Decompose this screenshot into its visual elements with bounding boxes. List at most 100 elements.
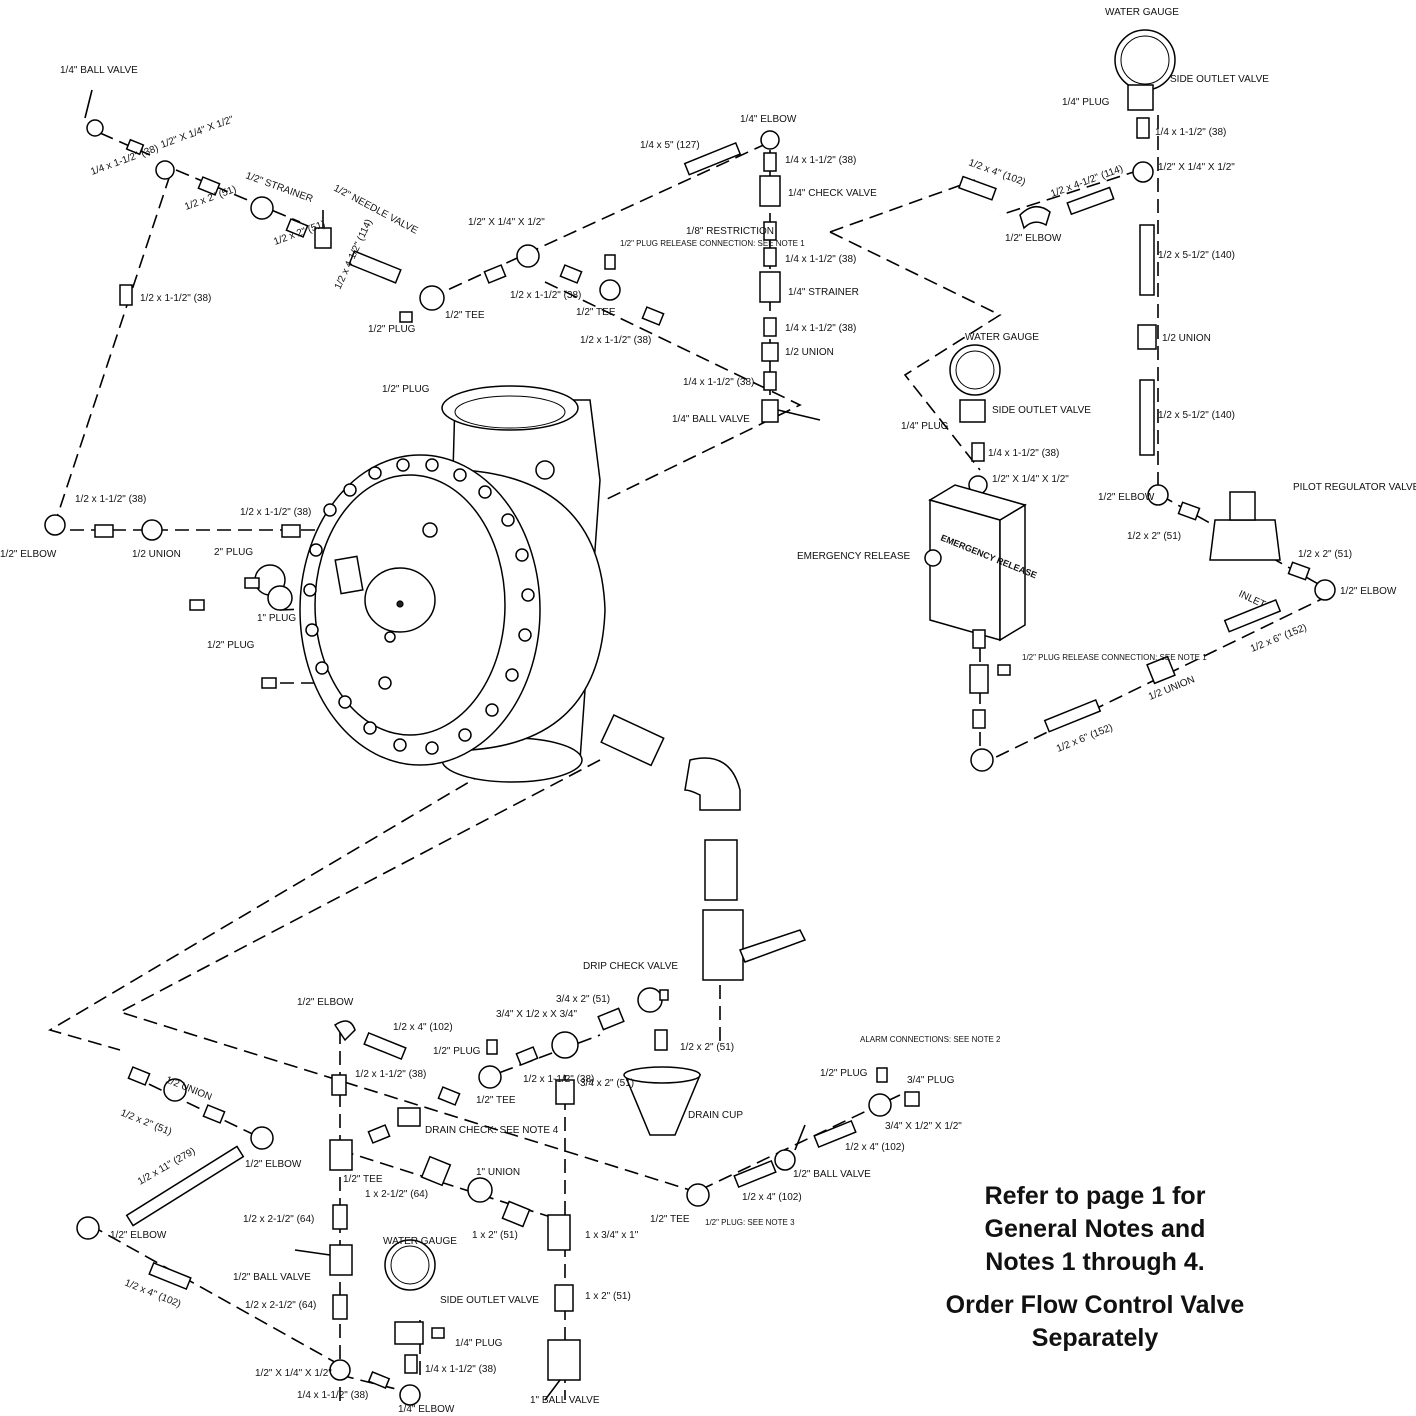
label-tee-half-a: 1/2" TEE (445, 310, 485, 321)
note-line-1: Refer to page 1 for (984, 1182, 1206, 1210)
label-ball-valve-quarter-center: 1/4" BALL VALVE (672, 414, 750, 425)
label-tee-half-b: 1/2" TEE (576, 307, 616, 318)
label-tee-half-quarter-half-right: 1/2" X 1/4" X 1/2" (1158, 162, 1235, 173)
label-nipple-half-4-alarm-b: 1/2 x 4" (102) (742, 1192, 802, 1203)
label-elbow-half-bottom-left-b: 1/2" ELBOW (110, 1230, 167, 1241)
label-plug-half-note3: 1/2" PLUG: SEE NOTE 3 (705, 1218, 795, 1227)
label-nipple-quarter-1-5-left: 1/4 x 1-1/2" (38) (89, 143, 160, 178)
label-nipple-half-1-5-left-vert: 1/2 x 1-1/2" (38) (140, 293, 211, 304)
label-elbow-quarter-bottom: 1/4" ELBOW (398, 1404, 455, 1415)
label-water-gauge-mid: WATER GAUGE (965, 332, 1039, 343)
label-plug-quarter-mid: 1/4" PLUG (901, 421, 949, 432)
fittings: EMERGENCY RELEASE (44, 29, 1336, 1406)
label-plug-half-body: 1/2" PLUG (382, 384, 430, 395)
label-elbow-half-far-right: 1/2" ELBOW (1340, 586, 1397, 597)
label-nipple-half-4-5: 1/2 x 4-1/2" (114) (333, 218, 375, 292)
label-ball-valve-half-bottom: 1/2" BALL VALVE (233, 1272, 311, 1283)
label-plug-two-inch: 2" PLUG (214, 547, 253, 558)
label-water-gauge-top: WATER GAUGE (1105, 7, 1179, 18)
notes-block: Refer to page 1 for General Notes and No… (880, 1180, 1310, 1355)
label-side-outlet-valve-top: SIDE OUTLET VALVE (1170, 74, 1269, 85)
label-plug-half-bottom: 1/2" PLUG (433, 1046, 481, 1057)
label-nipple-half-6-a: 1/2 x 6" (152) (1249, 622, 1308, 655)
label-nipple-quarter-1-5-a: 1/4 x 1-1/2" (38) (785, 155, 856, 166)
label-elbow-half-top-right: 1/2" ELBOW (1005, 233, 1062, 244)
label-nipple-half-1-5-leftbottom: 1/2 x 1-1/2" (38) (75, 494, 146, 505)
label-tee-half-quarter-half-left: 1/2" X 1/4" X 1/2" (159, 114, 235, 151)
label-elbow-half-bottom: 1/2" ELBOW (297, 997, 354, 1008)
note-line-5: Separately (1031, 1324, 1159, 1352)
label-elbow-half-right-a: 1/2" ELBOW (1098, 492, 1155, 503)
label-union-half-right: 1/2 UNION (1162, 333, 1211, 344)
label-nipple-half-5-5-a: 1/2 x 5-1/2" (140) (1158, 250, 1235, 261)
label-drain-check: DRAIN CHECK: SEE NOTE 4 (425, 1125, 559, 1136)
water-gauge-top-part (1114, 29, 1176, 91)
ball-valve-quarter-top-part (86, 119, 104, 137)
label-tee-3q-half-3q: 3/4" X 1/2 x X 3/4" (496, 1009, 577, 1020)
dashed-pipe-routes (47, 115, 1331, 1405)
label-nipple-quarter-1-5-right: 1/4 x 1-1/2" (38) (1155, 127, 1226, 138)
label-check-valve-quarter: 1/4" CHECK VALVE (788, 188, 877, 199)
label-tee-half-quarter-half-mid: 1/2" X 1/4" X 1/2" (992, 474, 1069, 485)
label-ball-valve-quarter-top: 1/4" BALL VALVE (60, 65, 138, 76)
label-strainer-quarter: 1/4" STRAINER (788, 287, 859, 298)
label-plug-quarter-bottom: 1/4" PLUG (455, 1338, 503, 1349)
label-nipple-half-1-5-bottom-b: 1/2 x 1-1/2" (38) (523, 1074, 594, 1085)
label-nipple-3q-2: 3/4 x 2" (51) (556, 994, 610, 1005)
label-tee-1-3q-1: 1 x 3/4" x 1" (585, 1230, 639, 1241)
label-nipple-half-2-bottom-left: 1/2 x 2" (51) (119, 1108, 173, 1138)
label-union-half-left: 1/2 UNION (132, 549, 181, 560)
label-tee-half-quarter-half-bottom: 1/2" X 1/4" X 1/2" (255, 1368, 332, 1379)
label-nipple-quarter-5: 1/4 x 5" (127) (640, 140, 700, 151)
label-nipple-1-2: 1 x 2" (51) (472, 1230, 518, 1241)
label-inlet: INLET (1237, 589, 1267, 611)
label-restriction: 1/8" RESTRICTION (686, 226, 774, 237)
label-union-one-inch: 1" UNION (476, 1167, 520, 1178)
label-pilot-regulator: PILOT REGULATOR VALVE (1293, 482, 1416, 493)
label-nipple-half-4-bottom: 1/2 x 4" (102) (393, 1022, 453, 1033)
label-nipple-1-2-b: 1 x 2" (51) (585, 1291, 631, 1302)
label-nipple-1-2-5: 1 x 2-1/2" (64) (365, 1189, 428, 1200)
label-nipple-quarter-1-5-bottom: 1/4 x 1-1/2" (38) (297, 1390, 368, 1401)
label-emergency-release: EMERGENCY RELEASE (797, 551, 911, 562)
label-nipple-half-4-alarm: 1/2 x 4" (102) (845, 1142, 905, 1153)
cover-bolts (303, 458, 535, 755)
label-tee-3q-half-half: 3/4" X 1/2" X 1/2" (885, 1121, 962, 1132)
label-nipple-half-2-drip: 1/2 x 2" (51) (680, 1042, 734, 1053)
label-nipple-half-1-5-diag: 1/2 x 1-1/2" (38) (580, 335, 651, 346)
label-tee-half-bottom-a: 1/2" TEE (476, 1095, 516, 1106)
label-plug-one-inch: 1" PLUG (257, 613, 296, 624)
label-nipple-half-2-5-b: 1/2 x 2-1/2" (64) (245, 1300, 316, 1311)
label-plug-quarter-top: 1/4" PLUG (1062, 97, 1110, 108)
note-line-3: Notes 1 through 4. (985, 1248, 1205, 1276)
label-plug-release-right: 1/2" PLUG RELEASE CONNECTION: SEE NOTE 1 (1022, 653, 1207, 662)
label-nipple-half-1-5-body: 1/2 x 1-1/2" (38) (240, 507, 311, 518)
emergency-release-box: EMERGENCY RELEASE (924, 484, 1038, 642)
label-ball-valve-half-alarm: 1/2" BALL VALVE (793, 1169, 871, 1180)
note-line-2: General Notes and (984, 1215, 1206, 1243)
label-side-outlet-valve-bottom: SIDE OUTLET VALVE (440, 1295, 539, 1306)
label-nipple-quarter-1-5-mid: 1/4 x 1-1/2" (38) (988, 448, 1059, 459)
label-nipple-half-2-right-a: 1/2 x 2" (51) (1127, 531, 1181, 542)
label-plug-half-alarm: 1/2" PLUG (820, 1068, 868, 1079)
label-nipple-half-6-b: 1/2 x 6" (152) (1055, 722, 1114, 755)
label-alarm-connections: ALARM CONNECTIONS: SEE NOTE 2 (860, 1035, 1001, 1044)
label-nipple-half-2-right-b: 1/2 x 2" (51) (1298, 549, 1352, 560)
label-elbow-quarter-top: 1/4" ELBOW (740, 114, 797, 125)
label-water-gauge-bottom: WATER GAUGE (383, 1236, 457, 1247)
label-union-half-center: 1/2 UNION (785, 347, 834, 358)
label-nipple-quarter-1-5-d: 1/4 x 1-1/2" (38) (683, 377, 754, 388)
label-nipple-half-5-5-b: 1/2 x 5-1/2" (140) (1158, 410, 1235, 421)
label-nipple-half-2-5-a: 1/2 x 2-1/2" (64) (243, 1214, 314, 1225)
label-drip-check-valve: DRIP CHECK VALVE (583, 961, 678, 972)
label-nipple-3q-2-b: 3/4 x 2" (51) (580, 1078, 634, 1089)
label-elbow-half-bottom-left-a: 1/2" ELBOW (245, 1159, 302, 1170)
label-nipple-quarter-1-5-c: 1/4 x 1-1/2" (38) (785, 323, 856, 334)
note-line-4: Order Flow Control Valve (945, 1291, 1245, 1319)
label-tee-half-bottom-b: 1/2" TEE (343, 1174, 383, 1185)
label-tee-half-alarm: 1/2" TEE (650, 1214, 690, 1225)
label-nipple-half-1-5-bottom: 1/2 x 1-1/2" (38) (355, 1069, 426, 1080)
label-nipple-half-4-5-right: 1/2 x 4-1/2" (114) (1049, 163, 1124, 199)
label-drain-cup: DRAIN CUP (688, 1110, 743, 1121)
